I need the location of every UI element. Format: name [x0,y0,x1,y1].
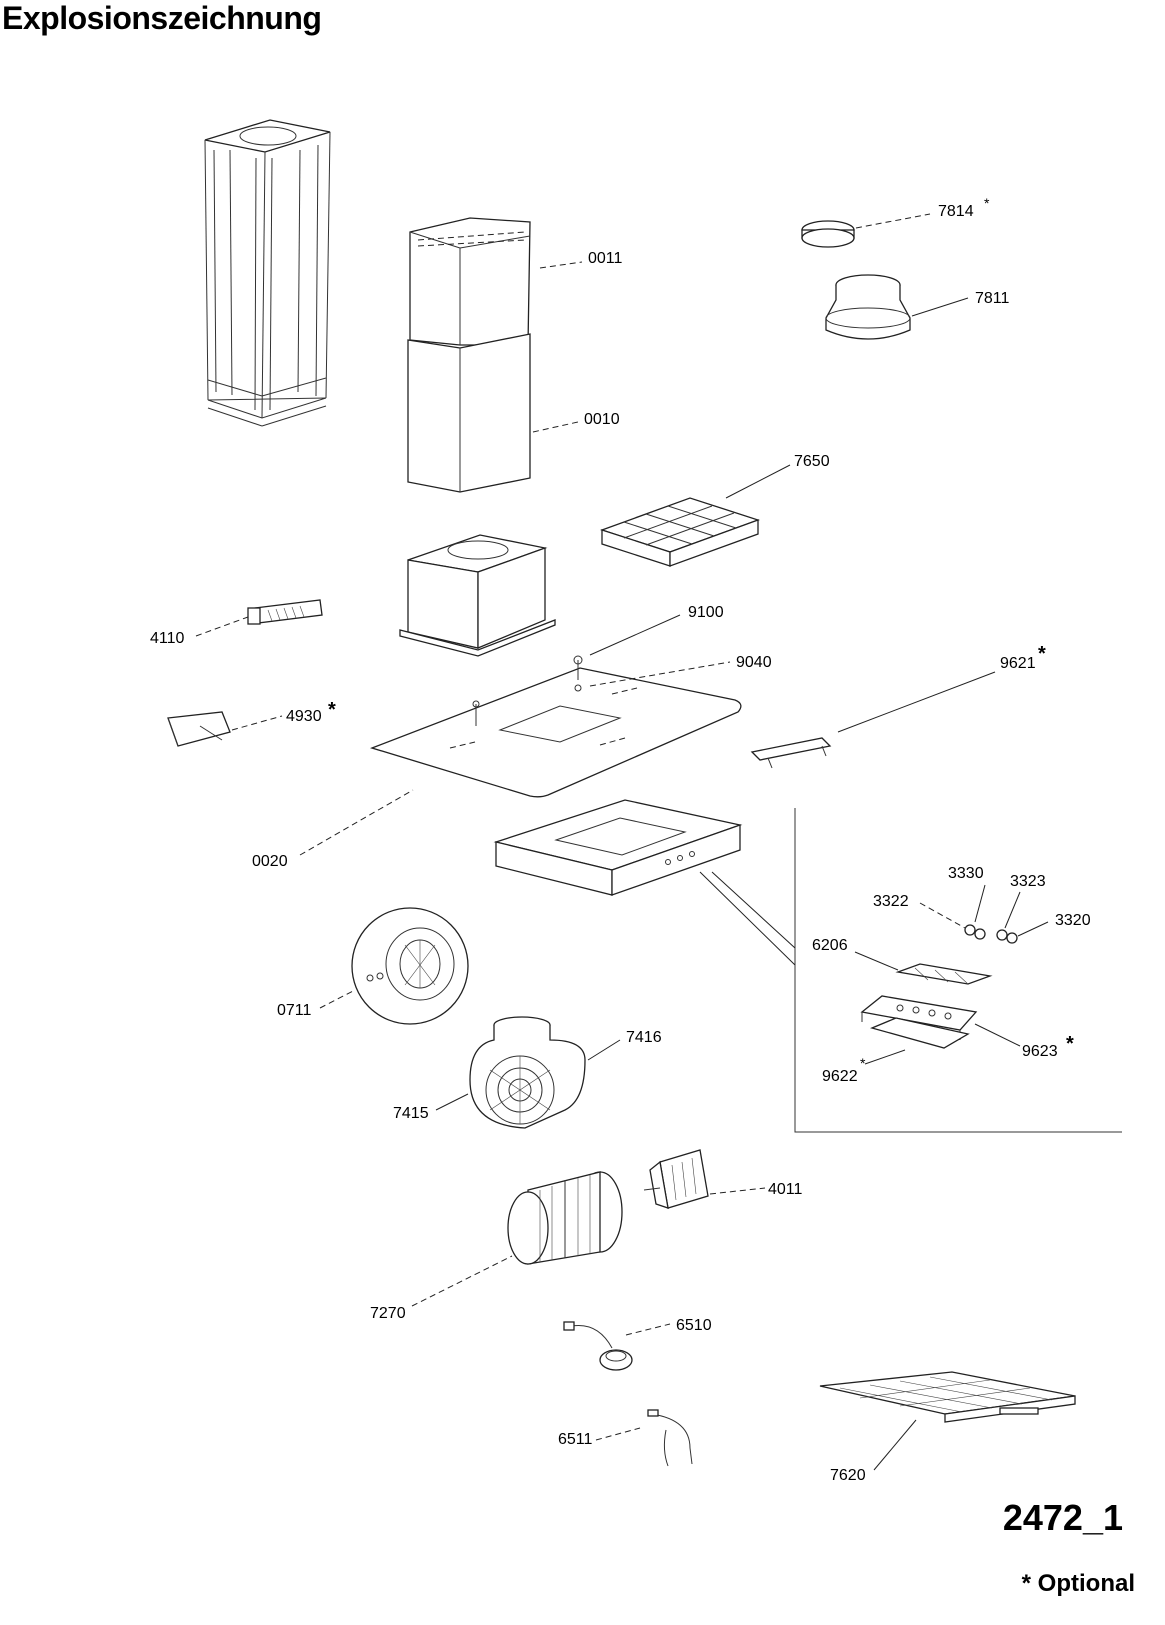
label-3320: 3320 [1055,912,1091,929]
chimney-frame [204,119,331,427]
label-7416: 7416 [626,1029,662,1046]
canopy [493,799,743,896]
label-9040: 9040 [736,654,772,671]
label-9623: 9623 [1022,1043,1058,1060]
label-0010: 0010 [584,411,620,428]
document-number: 2472_1 [1002,1497,1123,1538]
small-plate [750,737,832,769]
optional-note: * Optional [1021,1570,1135,1597]
optional-marker-4930: * [328,699,336,721]
label-4110: 4110 [150,630,185,647]
label-6511: 6511 [558,1431,593,1448]
label-9622: 9622 [822,1068,858,1085]
label-6206: 6206 [812,937,848,954]
leader-lines [195,213,1049,1471]
duct-ring [801,220,855,248]
detail-inset-frame [699,808,1122,1133]
grease-filter [819,1371,1076,1423]
cable [647,1409,693,1467]
optional-marker-9621: * [1038,643,1046,665]
label-7811: 7811 [975,290,1010,307]
control-panel-parts [860,924,1018,1049]
label-7650: 7650 [794,453,830,470]
label-3330: 3330 [948,865,984,882]
label-0020: 0020 [252,853,288,870]
lamp [563,1321,633,1371]
label-7270: 7270 [370,1305,406,1322]
label-4930: 4930 [286,708,322,725]
label-3322: 3322 [873,893,909,910]
motor-housing [399,534,556,657]
bracket [167,711,231,747]
optional-marker-9622: * [860,1055,866,1071]
blower-cover [351,907,469,1025]
optional-marker-9623: * [1066,1033,1074,1055]
label-7620: 7620 [830,1467,866,1484]
chimney-lower [407,333,531,493]
label-6510: 6510 [676,1317,712,1334]
label-7814: 7814 [938,203,974,220]
mounting-plate [370,655,742,798]
label-3323: 3323 [1010,873,1046,890]
label-4011: 4011 [768,1181,803,1198]
label-0011: 0011 [588,250,623,267]
chimney-upper [409,217,531,346]
label-9100: 9100 [688,604,724,621]
impeller [507,1171,623,1265]
optional-marker-7814: * [984,195,990,211]
label-9621: 9621 [1000,655,1036,672]
connector-block [247,599,323,625]
blower-housing [469,1016,586,1129]
carbon-filter [599,497,761,567]
motor [643,1149,709,1209]
label-7415: 7415 [393,1105,429,1122]
label-0711: 0711 [277,1002,312,1019]
diagram-title: Explosionszeichnung [2,0,322,36]
duct-adapter [825,274,911,340]
